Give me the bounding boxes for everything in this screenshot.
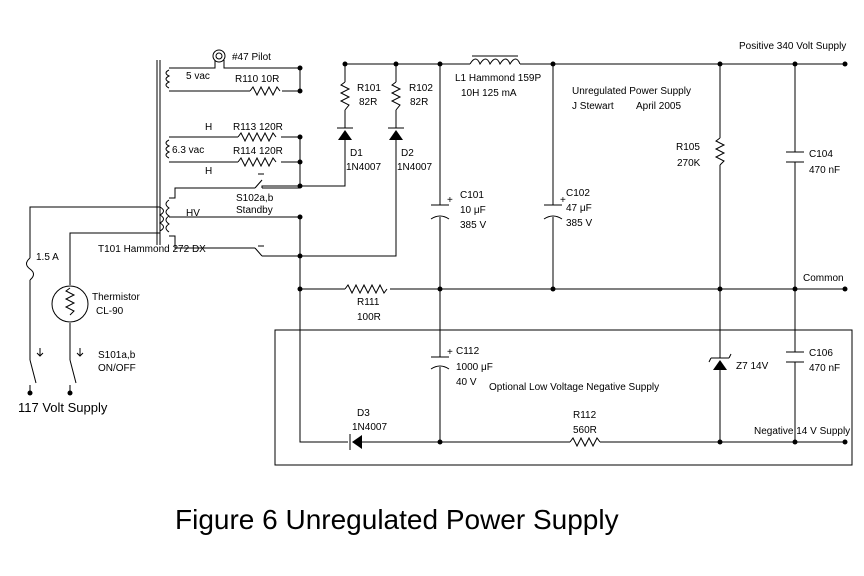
r113-label: R113 120R (233, 122, 283, 133)
title-label: Unregulated Power Supply (572, 86, 691, 97)
zener-z7-icon (708, 353, 732, 370)
c112-value-label: 1000 μF (456, 362, 493, 373)
fuse-label: 1.5 A (36, 252, 59, 263)
r112-name-label: R112 (573, 410, 597, 421)
diode-d1-icon (337, 127, 353, 140)
r102-name-label: R102 (409, 83, 433, 94)
wiring (29, 60, 845, 443)
s102-name-label: S102a,b (236, 193, 274, 204)
inductor-l1-icon (469, 55, 521, 66)
r111-value-label: 100R (357, 312, 381, 323)
c104-name-label: C104 (809, 149, 833, 160)
d3-part-label: 1N4007 (352, 422, 387, 433)
optional-section-label: Optional Low Voltage Negative Supply (489, 382, 659, 393)
r105-value-label: 270K (677, 158, 701, 169)
switch-s102-icon (254, 173, 264, 257)
d2-part-label: 1N4007 (397, 162, 432, 173)
c102-name-label: C102 (566, 188, 590, 199)
r102-value-label: 82R (410, 97, 428, 108)
c101-plus-label: + (447, 195, 453, 206)
transformer-t101 (156, 60, 171, 245)
resistor-r101-icon (339, 81, 351, 111)
c112-name-label: C112 (456, 346, 480, 357)
hv-label: HV (186, 208, 200, 219)
c101-voltage-label: 385 V (460, 220, 486, 231)
switch-s101-icon (29, 348, 84, 384)
optional-section-box (274, 329, 853, 466)
junction-dots (27, 61, 848, 445)
c102-value-label: 47 μF (566, 203, 592, 214)
r114-label: R114 120R (233, 146, 283, 157)
resistor-r110-icon (249, 85, 281, 97)
d1-name-label: D1 (350, 148, 363, 159)
resistor-r112-icon (569, 436, 601, 448)
supply-label: 117 Volt Supply (18, 400, 108, 415)
r111-name-label: R111 (357, 297, 380, 308)
thermistor-part-label: CL-90 (96, 306, 124, 317)
resistor-r114-icon (237, 156, 277, 168)
c112-plus-label: + (447, 347, 453, 358)
t101-label: T101 Hammond 272 DX (98, 244, 206, 255)
c112-voltage-label: 40 V (456, 377, 477, 388)
c104-value-label: 470 nF (809, 165, 840, 176)
thermistor-name-label: Thermistor (92, 292, 140, 303)
vac5-label: 5 vac (186, 71, 210, 82)
figure-caption: Figure 6 Unregulated Power Supply (175, 504, 619, 535)
positive-supply-label: Positive 340 Volt Supply (739, 41, 846, 52)
capacitor-c106-icon (786, 351, 804, 363)
z7-label: Z7 14V (736, 361, 769, 372)
capacitor-c112-icon (430, 356, 450, 370)
s101-pos-label: ON/OFF (98, 363, 136, 374)
c102-plus-label: + (560, 195, 566, 206)
author-label: J Stewart (572, 101, 614, 112)
c102-voltage-label: 385 V (566, 218, 592, 229)
c106-name-label: C106 (809, 348, 833, 359)
date-label: April 2005 (636, 101, 681, 112)
d1-part-label: 1N4007 (346, 162, 381, 173)
common-label: Common (803, 273, 844, 284)
c106-value-label: 470 nF (809, 363, 840, 374)
capacitor-c102-icon (543, 204, 563, 220)
r101-value-label: 82R (359, 97, 377, 108)
d2-name-label: D2 (401, 148, 414, 159)
r101-name-label: R101 (357, 83, 381, 94)
d3-name-label: D3 (357, 408, 370, 419)
c101-name-label: C101 (460, 190, 484, 201)
h2-label: H (205, 166, 212, 177)
negative-supply-label: Negative 14 V Supply (754, 426, 850, 437)
fuse-icon (26, 257, 34, 281)
pilot-lamp-icon (212, 49, 226, 63)
s102-pos-label: Standby (236, 205, 273, 216)
thermistor-icon (51, 285, 89, 323)
l1-value-label: 10H 125 mA (461, 88, 517, 99)
s101-name-label: S101a,b (98, 350, 136, 361)
diode-d2-icon (388, 127, 404, 140)
r105-name-label: R105 (676, 142, 700, 153)
h1-label: H (205, 122, 212, 133)
resistor-r102-icon (390, 81, 402, 111)
diode-d3-icon (349, 434, 362, 450)
capacitor-c104-icon (786, 151, 804, 163)
resistor-r111-icon (344, 283, 388, 295)
r112-value-label: 560R (573, 425, 597, 436)
l1-name-label: L1 Hammond 159P (455, 73, 541, 84)
resistor-r105-icon (714, 137, 726, 166)
pilot-label: #47 Pilot (232, 52, 271, 63)
resistor-r113-icon (237, 131, 277, 143)
vac63-label: 6.3 vac (172, 145, 204, 156)
capacitor-c101-icon (430, 204, 450, 220)
r110-label: R110 10R (235, 74, 279, 85)
c101-value-label: 10 μF (460, 205, 486, 216)
